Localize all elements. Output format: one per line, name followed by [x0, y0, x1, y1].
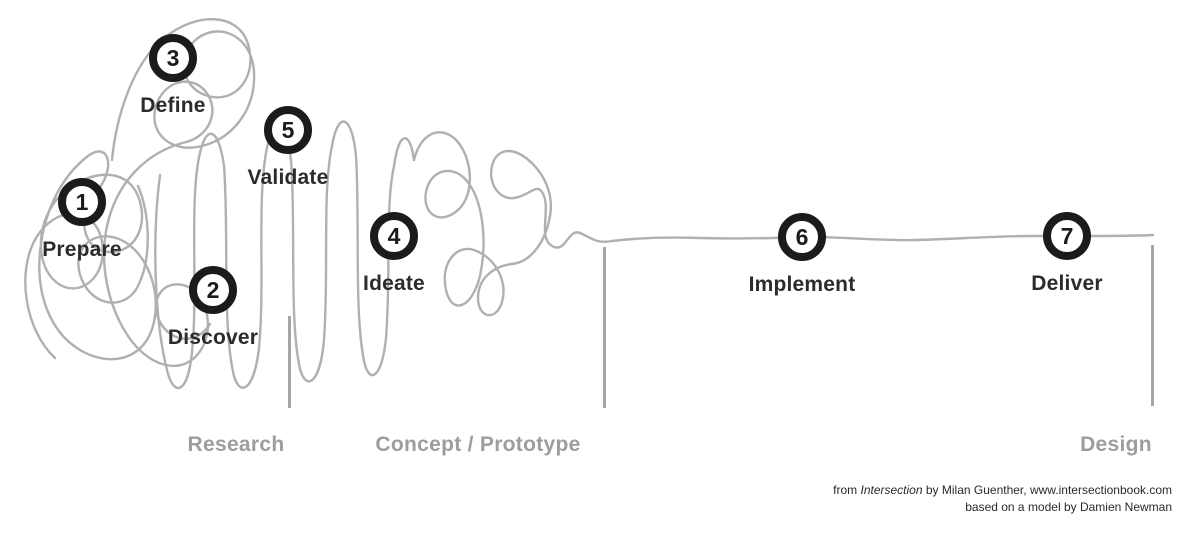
- step-circle: 2: [189, 266, 237, 314]
- step-number: 4: [387, 222, 401, 249]
- step-number: 1: [75, 188, 89, 215]
- step-label-deliver: Deliver: [1031, 272, 1103, 295]
- attribution-line-2: based on a model by Damien Newman: [965, 500, 1172, 514]
- step-label-validate: Validate: [247, 166, 329, 189]
- phase-divider-2: [1150, 245, 1154, 406]
- step-label-discover: Discover: [167, 326, 259, 349]
- step-label-prepare: Prepare: [42, 238, 122, 261]
- step-marker-define: 3: [149, 34, 197, 82]
- step-number: 3: [166, 44, 180, 71]
- step-marker-discover: 2: [189, 266, 237, 314]
- phase-divider-1: [602, 247, 606, 408]
- attribution-book-title: Intersection: [860, 483, 923, 497]
- attribution-prefix: from: [833, 483, 861, 497]
- squiggle-top-loops: [102, 18, 256, 368]
- step-circle: 5: [264, 106, 312, 154]
- step-marker-validate: 5: [264, 106, 312, 154]
- step-number: 7: [1060, 222, 1074, 249]
- step-circle: 1: [58, 178, 106, 226]
- phase-label-0: Research: [187, 433, 285, 456]
- step-marker-implement: 6: [778, 213, 826, 261]
- step-circle: 3: [149, 34, 197, 82]
- step-number: 6: [795, 223, 809, 250]
- step-circle: 6: [778, 213, 826, 261]
- step-marker-ideate: 4: [370, 212, 418, 260]
- attribution-rest: by Milan Guenther, www.intersectionbook.…: [922, 483, 1172, 497]
- step-circle: 4: [370, 212, 418, 260]
- step-marker-deliver: 7: [1043, 212, 1091, 260]
- step-label-ideate: Ideate: [363, 272, 425, 295]
- phase-label-2: Design: [1080, 433, 1152, 456]
- phase-label-1: Concept / Prototype: [375, 433, 581, 456]
- step-label-implement: Implement: [748, 273, 856, 296]
- phase-divider-0: [287, 316, 291, 408]
- attribution: from Intersection by Milan Guenther, www…: [833, 482, 1172, 516]
- attribution-line-1: from Intersection by Milan Guenther, www…: [833, 482, 1172, 499]
- squiggle-vertical-scribbles: [154, 120, 416, 389]
- step-marker-prepare: 1: [58, 178, 106, 226]
- squiggle-left-loops: [24, 150, 157, 361]
- step-number: 5: [281, 116, 295, 143]
- step-circle: 7: [1043, 212, 1091, 260]
- step-number: 2: [206, 276, 220, 303]
- step-label-define: Define: [140, 94, 206, 117]
